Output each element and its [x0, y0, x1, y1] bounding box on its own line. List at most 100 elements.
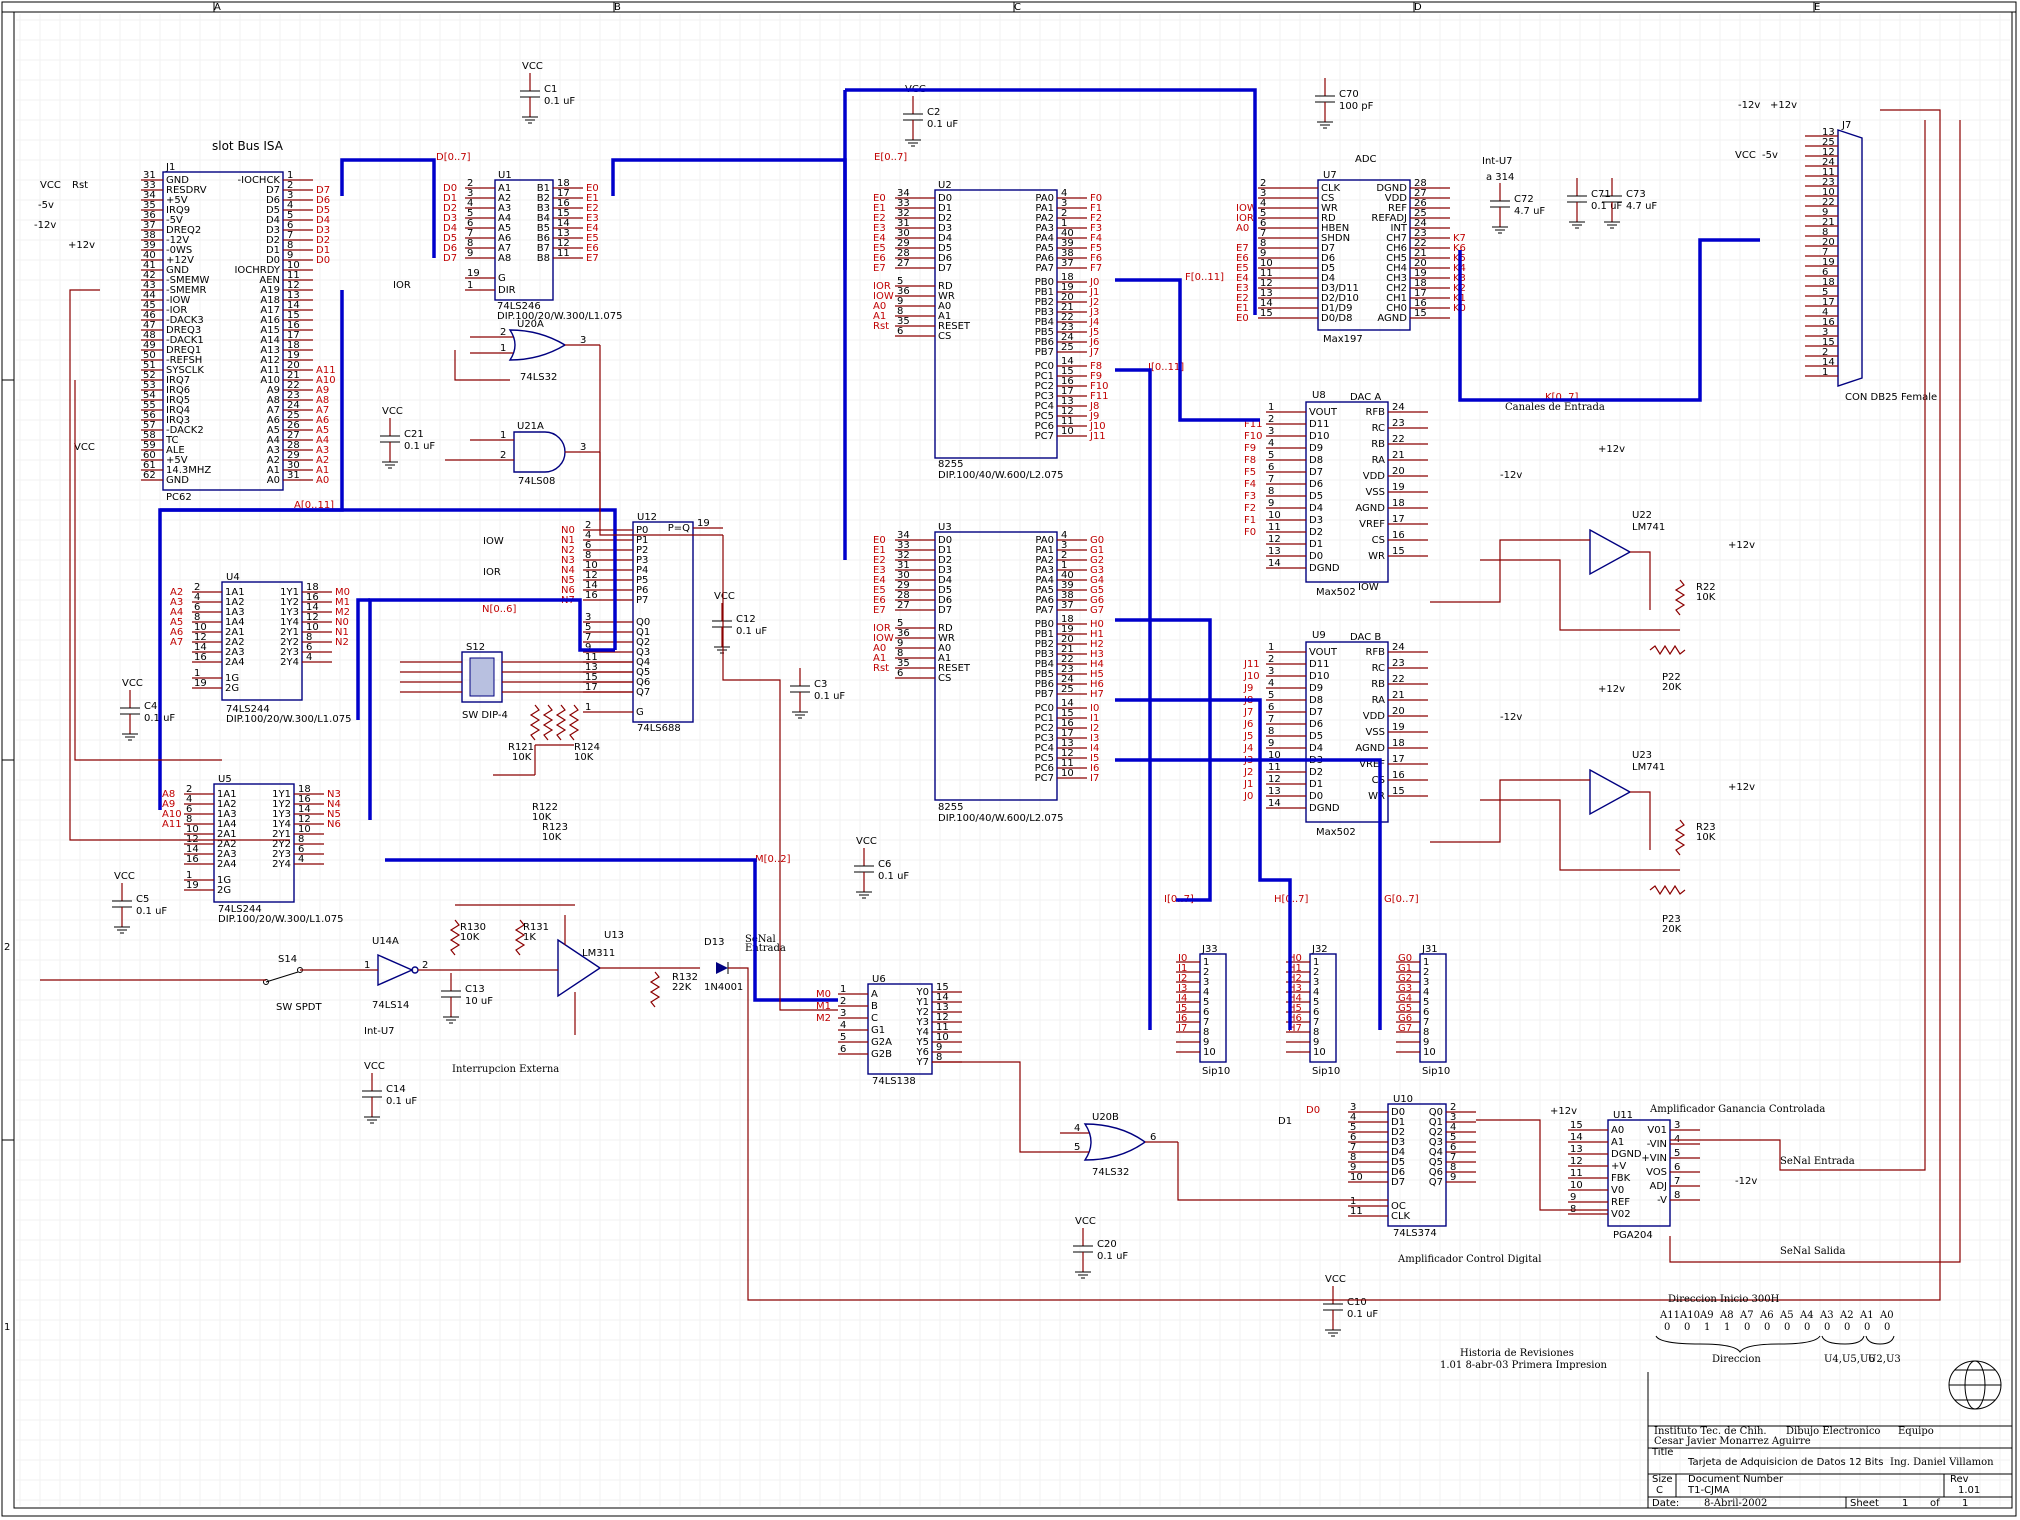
- net-label: E7: [873, 263, 886, 274]
- net-label: I1: [1178, 963, 1187, 974]
- pin-name: PA7: [1035, 605, 1054, 616]
- pin-name: RFB: [1365, 647, 1385, 658]
- pin-name: VDD: [1363, 711, 1386, 722]
- pin-number: 33: [897, 540, 910, 551]
- isa-ref: J1: [165, 162, 175, 173]
- net-label: E0: [873, 535, 886, 546]
- pin-number: 15: [1570, 1120, 1583, 1131]
- tb-date: 8-Abril-2002: [1704, 1498, 1767, 1509]
- pin-name: CH5: [1386, 253, 1407, 264]
- pin-number: 6: [1313, 1007, 1319, 1018]
- pin-number: 21: [287, 370, 300, 381]
- pin-number: 28: [897, 590, 910, 601]
- pin-number: 3: [1423, 977, 1429, 988]
- pin-number: 3: [1350, 1102, 1356, 1113]
- net-label: F2: [1244, 503, 1256, 514]
- pin-number: 15: [1260, 308, 1273, 319]
- pin-name: PC1: [1035, 713, 1054, 724]
- pin-name: D1: [1309, 539, 1323, 550]
- pin-name: PC1: [1035, 371, 1054, 382]
- pin-name: D2: [1309, 527, 1323, 538]
- pin-name: IRQ4: [166, 405, 190, 416]
- net-label: A11: [316, 365, 336, 376]
- pin-number: 24: [1061, 674, 1074, 685]
- pin-name: CH4: [1386, 263, 1407, 274]
- net-label: H4: [1288, 993, 1302, 1004]
- pin-name: V02: [1611, 1209, 1631, 1220]
- pin-name: D10: [1309, 431, 1329, 442]
- pin-name: Q7: [636, 687, 650, 698]
- pin-name: PC7: [1035, 431, 1054, 442]
- net-label: E2: [873, 213, 886, 224]
- net-label: H0: [1090, 619, 1104, 630]
- cap-val: 0.1 uF: [404, 441, 435, 452]
- pin-name: RESET: [938, 663, 971, 674]
- sip-ref: J31: [1421, 944, 1438, 955]
- pin-number: 5: [1313, 997, 1319, 1008]
- sip-part: Sip10: [1202, 1066, 1230, 1077]
- m12-label: -12v: [1500, 712, 1522, 723]
- pin-name: PC6: [1035, 763, 1054, 774]
- sip-ref: J32: [1311, 944, 1328, 955]
- pin-name: V0: [1611, 1185, 1624, 1196]
- pin-number: 35: [897, 316, 910, 327]
- sip-j32: J321H02H13H24H35H46H57H68H7910Sip10H[0..…: [1274, 894, 1340, 1077]
- pin-number: 14: [1061, 356, 1074, 367]
- pin-number: 7: [1268, 474, 1274, 485]
- pin-name: 2G: [217, 885, 231, 896]
- cap-val: 0.1 uF: [386, 1096, 417, 1107]
- net-label: J1: [1243, 779, 1253, 790]
- pin-name: PB6: [1035, 679, 1054, 690]
- pin-name: D8: [1309, 455, 1323, 466]
- pin-number: 2: [1061, 208, 1067, 219]
- u8-iow: IOW: [1358, 582, 1379, 593]
- pin-number: 3: [1061, 540, 1067, 551]
- pin-number: 26: [1414, 198, 1427, 209]
- pin-name: 1A1: [217, 789, 237, 800]
- data-bus: [368, 598, 615, 820]
- pin-name: D7: [938, 605, 952, 616]
- pin-name: RD: [938, 281, 953, 292]
- net-label: G3: [1090, 565, 1104, 576]
- pin-number: 12: [1268, 534, 1281, 545]
- pin-name: B2: [537, 193, 550, 204]
- net-label: H4: [1090, 659, 1104, 670]
- pin-name: +V: [1611, 1161, 1626, 1172]
- net-label: IOW: [873, 633, 894, 644]
- pin-number: 17: [1392, 514, 1405, 525]
- pin-number: 61: [143, 460, 156, 471]
- tb-of-lbl: of: [1930, 1498, 1940, 1509]
- pin-name: P=Q: [668, 523, 690, 534]
- net-label: G6: [1090, 595, 1104, 606]
- pin-name: Y3: [916, 1017, 929, 1028]
- pin-number: 32: [897, 550, 910, 561]
- pin-number: 35: [897, 658, 910, 669]
- pin-name: Y7: [916, 1057, 929, 1068]
- pin-number: 47: [143, 320, 156, 331]
- pin-name: -DACK3: [166, 315, 204, 326]
- pin-number: 1: [1313, 957, 1319, 968]
- pin-num: 2: [500, 327, 506, 338]
- data-bus: [845, 88, 1257, 315]
- pin-number: 27: [897, 258, 910, 269]
- pin-number: 13: [1260, 288, 1273, 299]
- pin-name: PB1: [1035, 629, 1054, 640]
- pin-number: 10: [1350, 1172, 1363, 1183]
- pin-name: D1: [1391, 1117, 1405, 1128]
- pin-number: 20: [1061, 634, 1074, 645]
- pin-number: 2: [1450, 1102, 1456, 1113]
- pin-number: 58: [143, 430, 156, 441]
- signal-wire: [69, 289, 290, 841]
- sip-part: Sip10: [1312, 1066, 1340, 1077]
- pin-number: 34: [897, 530, 910, 541]
- net-label: I4: [1090, 743, 1099, 754]
- pin-number: 21: [1061, 644, 1074, 655]
- net-label: Rst: [873, 321, 889, 332]
- pin-number: 4: [1423, 987, 1429, 998]
- pin-number: 10: [1423, 1047, 1436, 1058]
- j7-part: CON DB25 Female: [1845, 392, 1937, 403]
- r121-val: 10K: [512, 752, 532, 763]
- pin-name: 2Y2: [272, 839, 291, 850]
- net-label: A8: [162, 789, 175, 800]
